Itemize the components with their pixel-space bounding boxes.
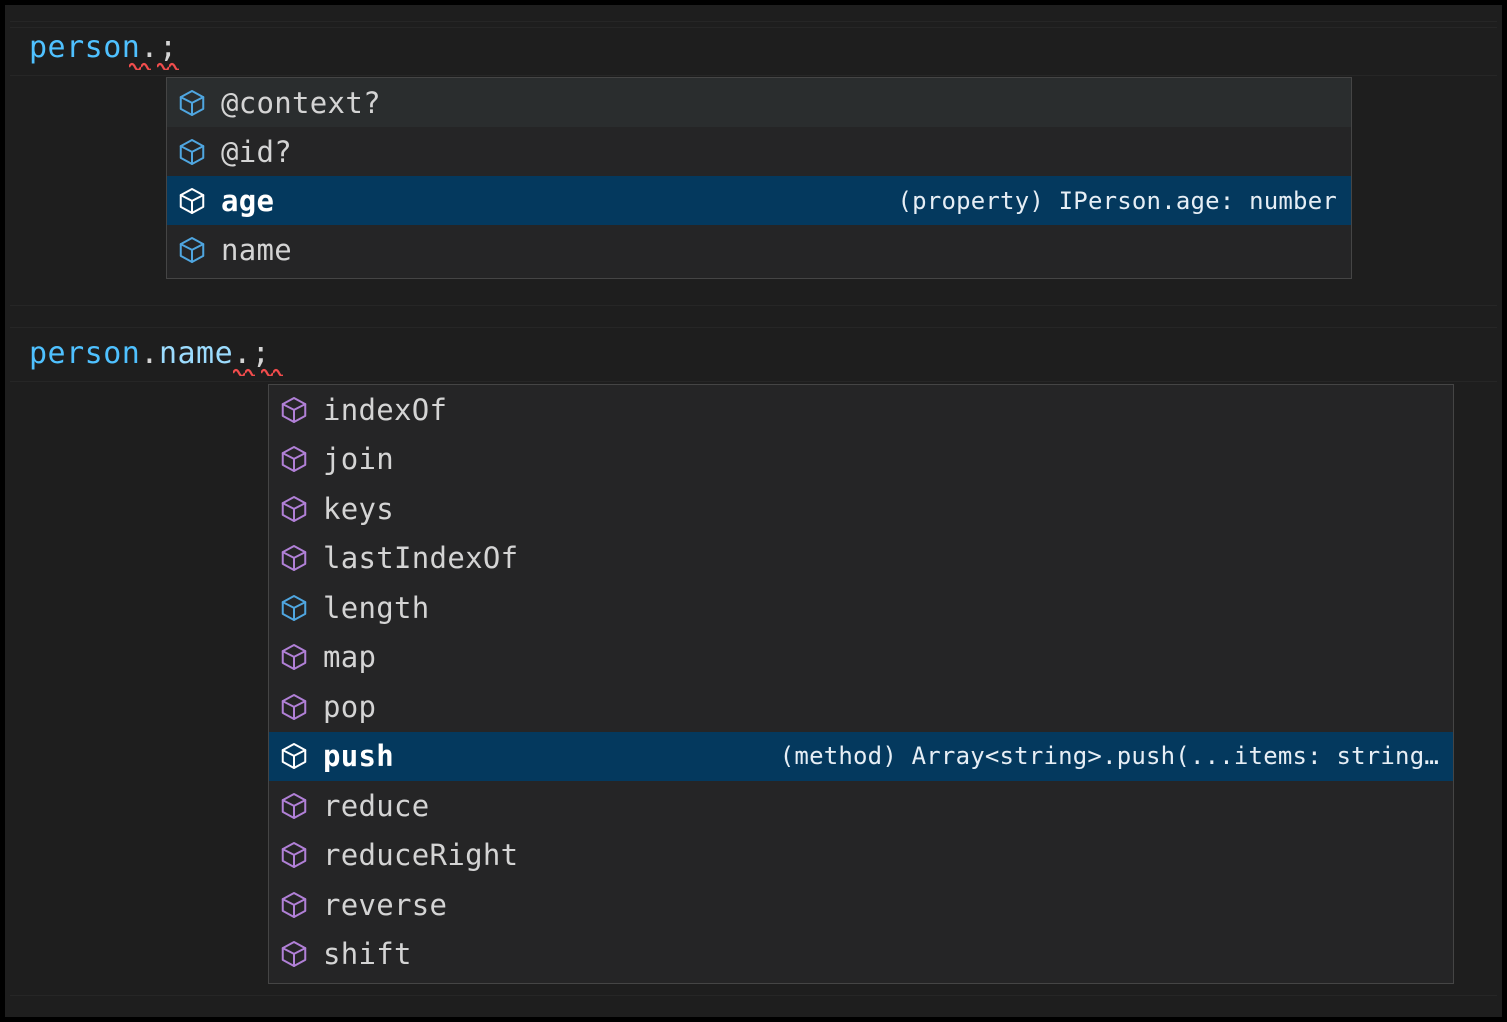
suggestion-label: keys [323, 491, 395, 526]
suggestion-item[interactable]: @context? [167, 78, 1351, 127]
cube-method-icon [279, 642, 309, 672]
cube-property-icon [177, 186, 207, 216]
cube-property-icon [177, 235, 207, 265]
suggestion-item[interactable]: lastIndexOf [269, 533, 1453, 583]
suggestion-label: @id? [221, 134, 293, 169]
suggestion-label: join [323, 442, 395, 477]
suggestion-label: pop [323, 689, 377, 724]
cube-property-icon [279, 593, 309, 623]
suggestion-label: reverse [323, 887, 448, 922]
suggestion-detail: (method) Array<string>.push(...items: st… [779, 742, 1439, 771]
editor-rule [10, 995, 1497, 996]
cube-method-icon [279, 692, 309, 722]
suggestion-item[interactable]: indexOf [269, 385, 1453, 435]
suggestion-item[interactable]: age (property) IPerson.age: number [167, 176, 1351, 225]
editor-rule [10, 381, 1497, 382]
error-squiggle [157, 61, 179, 70]
code-line-person-name[interactable]: person.name.; [29, 337, 270, 371]
suggestion-label: @context? [221, 85, 381, 120]
suggestion-item[interactable]: map [269, 632, 1453, 682]
suggestion-label: name [221, 232, 293, 267]
cube-method-icon [279, 791, 309, 821]
suggestion-item[interactable]: reduceRight [269, 830, 1453, 880]
editor-rule [10, 327, 1497, 328]
suggestion-item[interactable]: reduce [269, 781, 1453, 831]
suggestion-item[interactable]: keys [269, 484, 1453, 534]
cube-method-icon [279, 395, 309, 425]
suggestion-item[interactable]: pop [269, 682, 1453, 732]
token-property-name: name [158, 336, 234, 371]
error-squiggle [261, 367, 283, 376]
cube-property-icon [177, 88, 207, 118]
token-variable-person: person [29, 30, 141, 65]
suggestion-item[interactable]: length [269, 583, 1453, 633]
token-dot: . [140, 336, 159, 371]
suggestion-widget-person[interactable]: @context? @id? age (property) IPerson.age: … [166, 77, 1352, 279]
suggestion-label: length [323, 590, 430, 625]
suggestion-item[interactable]: shift [269, 929, 1453, 979]
code-line-person[interactable]: person.; [29, 31, 178, 65]
suggestion-label: map [323, 640, 377, 675]
suggestion-item[interactable]: push (method) Array<string>.push(...items… [269, 731, 1453, 781]
cube-method-icon [279, 543, 309, 573]
suggestion-label: indexOf [323, 392, 448, 427]
token-variable-person: person [29, 336, 141, 371]
cube-method-icon [279, 741, 309, 771]
cube-method-icon [279, 840, 309, 870]
editor-rule [10, 305, 1497, 306]
suggestion-item[interactable]: reverse [269, 880, 1453, 930]
suggestion-label: push [323, 739, 395, 774]
editor-rule [10, 21, 1497, 22]
suggestion-item[interactable]: name [167, 225, 1351, 274]
cube-method-icon [279, 444, 309, 474]
suggestion-item[interactable]: join [269, 434, 1453, 484]
suggestion-label: lastIndexOf [323, 541, 519, 576]
cube-property-icon [177, 137, 207, 167]
cube-method-icon [279, 890, 309, 920]
suggestion-label: reduce [323, 788, 430, 823]
suggestion-widget-name[interactable]: indexOf join keys lastIndexOf length map pop pu… [268, 384, 1454, 984]
token-dot: . [233, 336, 252, 371]
editor-rule [10, 75, 1497, 76]
cube-method-icon [279, 939, 309, 969]
token-dot: . [140, 30, 159, 65]
suggestion-label: reduceRight [323, 838, 519, 873]
cube-method-icon [279, 494, 309, 524]
token-semicolon: ; [251, 336, 271, 371]
suggestion-detail: (property) IPerson.age: number [897, 186, 1337, 215]
editor-rule [10, 27, 1497, 28]
error-squiggle [233, 367, 255, 376]
token-semicolon: ; [158, 30, 178, 65]
suggestion-label: age [221, 183, 275, 218]
suggestion-label: shift [323, 937, 412, 972]
error-squiggle [129, 61, 151, 70]
suggestion-item[interactable]: @id? [167, 127, 1351, 176]
